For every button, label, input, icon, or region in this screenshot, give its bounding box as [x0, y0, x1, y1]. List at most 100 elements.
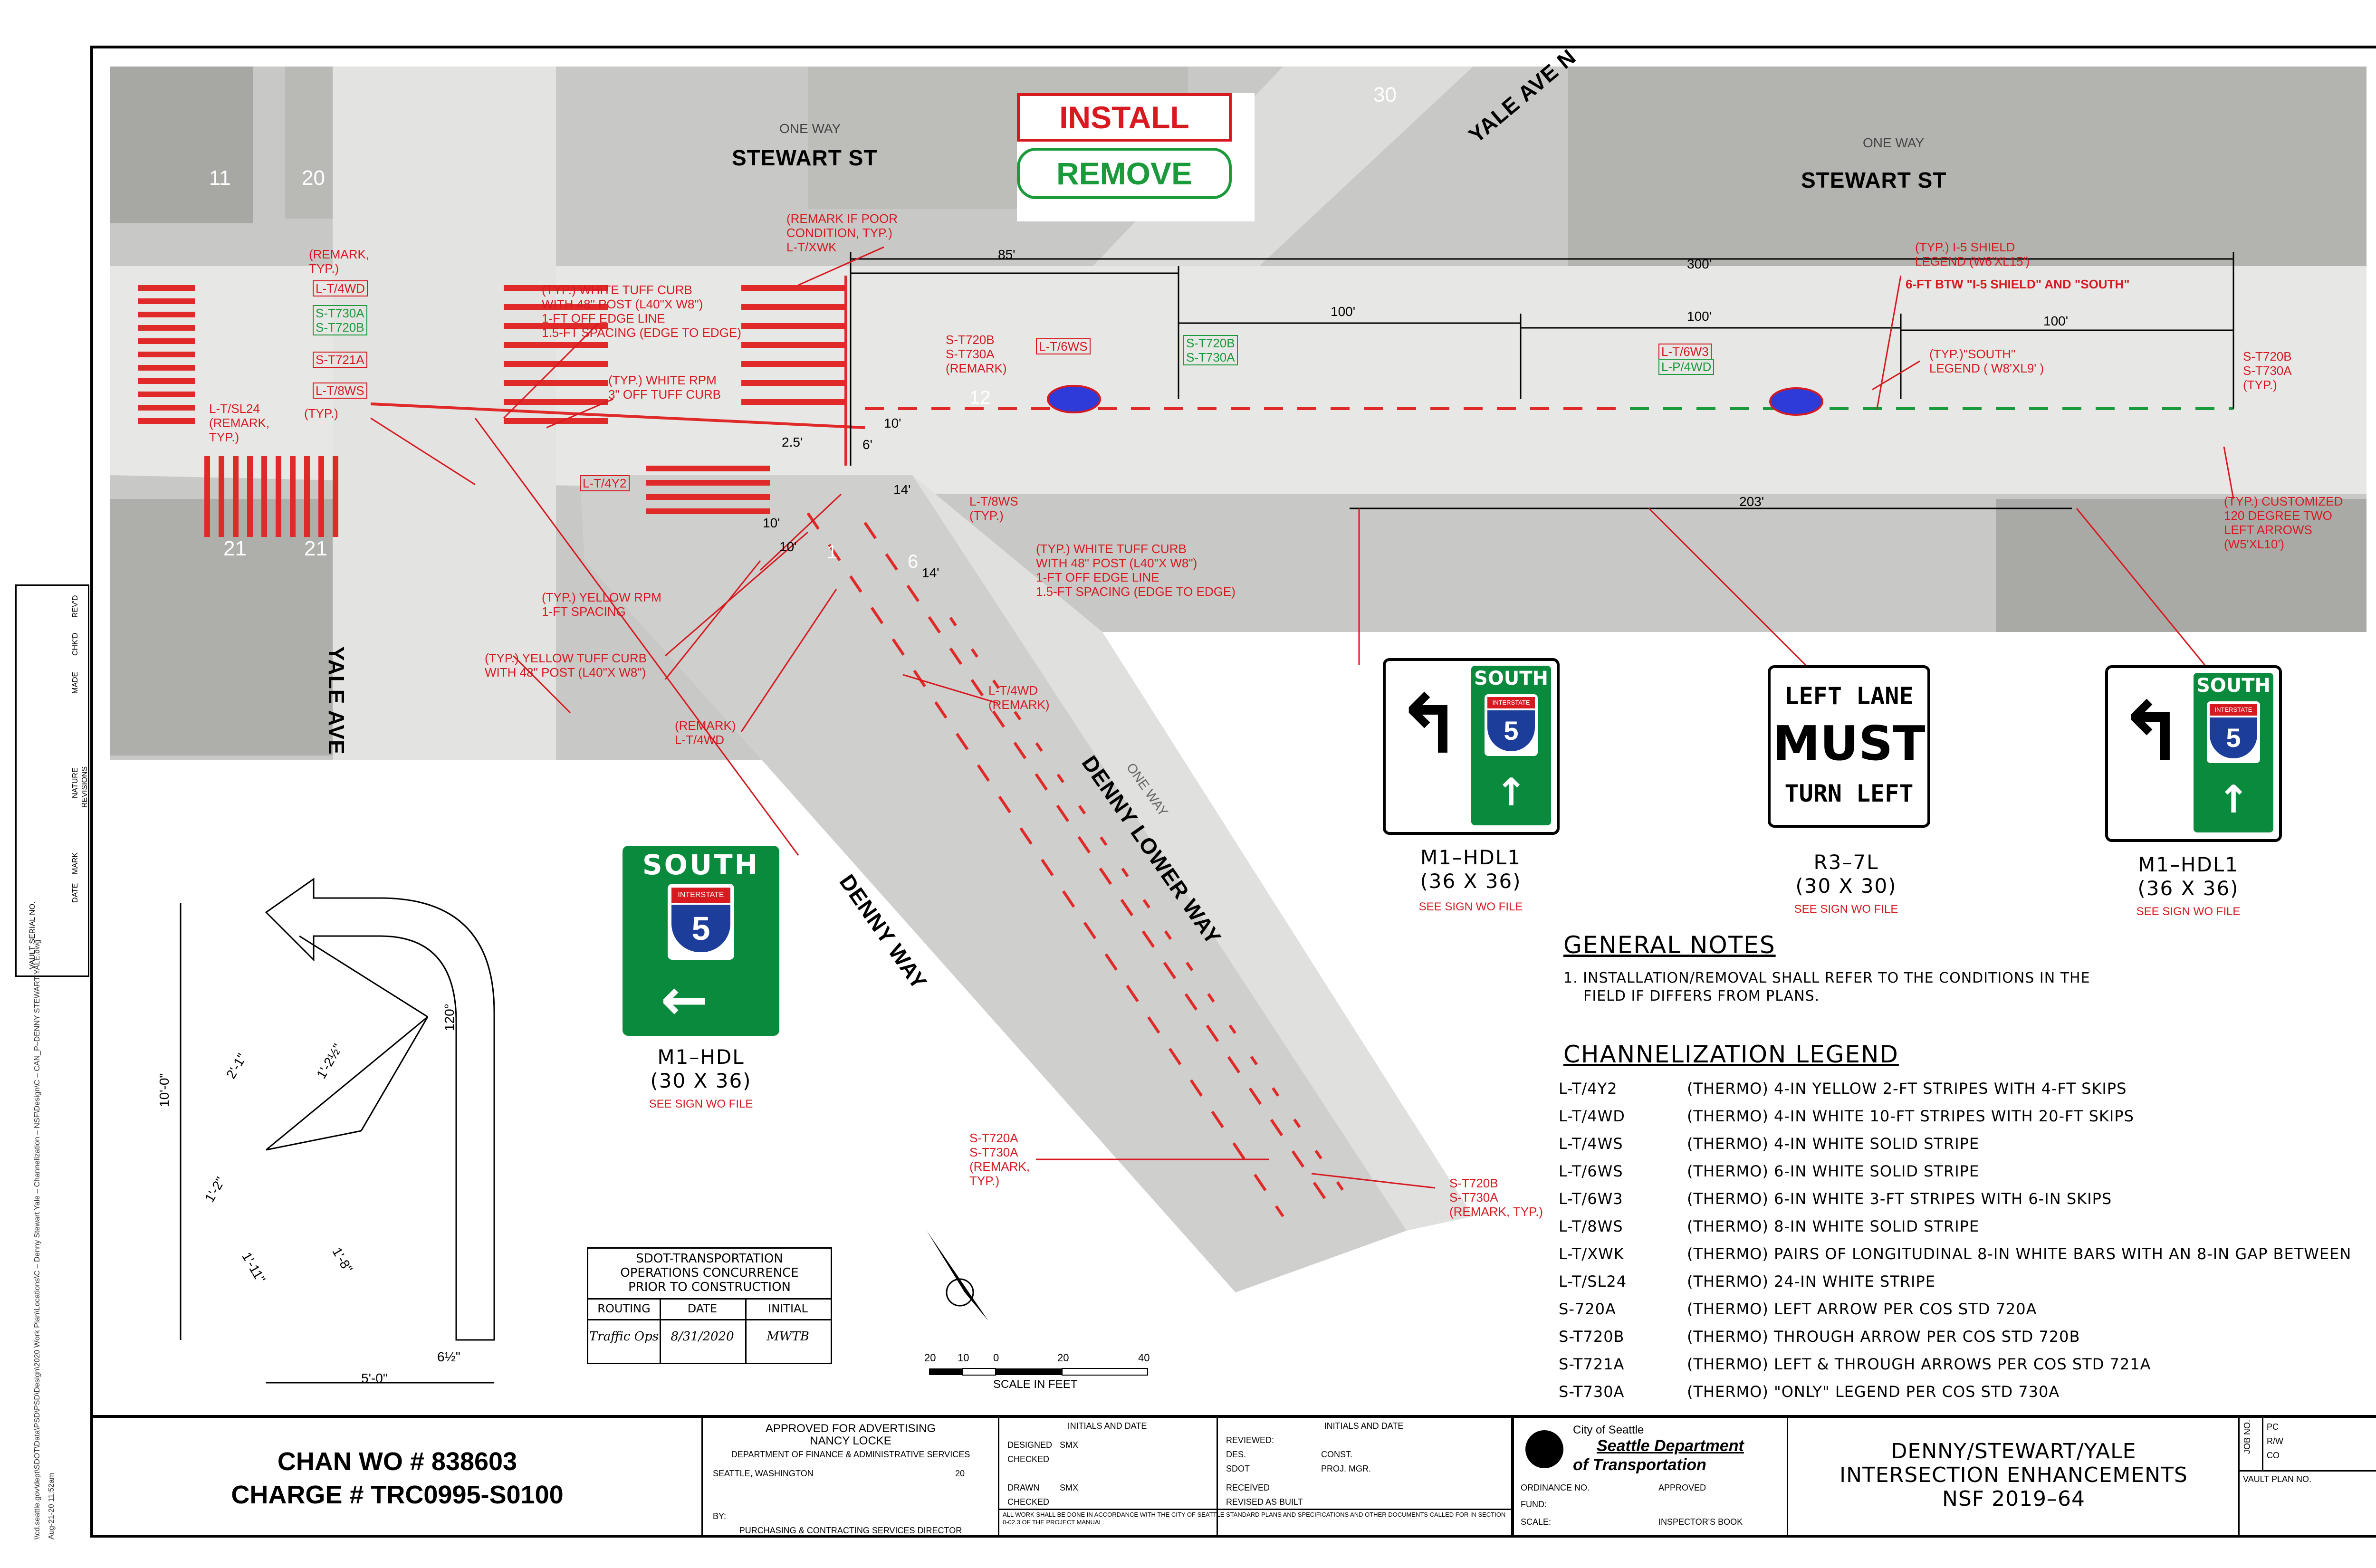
stewart-st-roadway [110, 266, 2366, 494]
project-title-line2: INTERSECTION ENHANCEMENTS [1839, 1463, 2188, 1487]
drawn-value: SMX [1060, 1483, 1079, 1492]
dimension-label: 14' [893, 482, 911, 497]
ordinance-label: ORDINANCE NO. [1521, 1483, 1590, 1492]
left-arrow-icon: ← [661, 967, 709, 1033]
legend-code: L-T/8WS [1559, 1217, 1623, 1235]
proj-mgr-label: PROJ. MGR. [1321, 1464, 1371, 1473]
legend-code: S-T730A [1559, 1383, 1625, 1401]
dimension-label: 100' [1687, 309, 1712, 324]
lot-number: 1 [827, 542, 838, 563]
callout: (TYP.) WHITE TUFF CURB WITH 48" POST (L4… [542, 283, 741, 340]
sign-note: SEE SIGN WO FILE [2136, 905, 2241, 918]
remove-label: REMOVE [1017, 148, 1232, 199]
callout: (TYP.) I-5 SHIELD LEGEND (W6'XL15') [1915, 240, 2030, 268]
sign-m1-hdl1-b: ↰ SOUTH INTERSTATE 5 ↑ [2105, 665, 2282, 842]
interstate-shield-icon: INTERSTATE 5 [668, 884, 734, 960]
interstate-shield-icon: INTERSTATE 5 [2207, 701, 2260, 763]
street-stewart-st-left: STEWART ST [732, 145, 878, 170]
revision-strip [15, 584, 89, 977]
yale-ave-roadway [333, 67, 556, 760]
general-note-item: 1. INSTALLATION/REMOVAL SHALL REFER TO T… [1563, 970, 2090, 1004]
dimension-label: 14' [922, 565, 939, 580]
sign-caption: M1–HDL1 [2137, 853, 2239, 876]
sign-note: SEE SIGN WO FILE [1418, 900, 1523, 913]
sign-south-text: SOUTH [642, 849, 760, 881]
callout: 6-FT BTW "I-5 SHIELD" AND "SOUTH" [1906, 277, 2130, 291]
callout: S-T730A S-T720B [313, 305, 367, 335]
arrow-detail-drawing [180, 878, 495, 1384]
approved-for-advertising: APPROVED FOR ADVERTISING [765, 1422, 936, 1435]
up-arrow-icon: ↑ [2217, 777, 2250, 822]
revision-revd-label: REV'D [71, 595, 79, 618]
callout: (TYP.)"SOUTH" LEGEND ( W8'XL9' ) [1929, 347, 2044, 375]
building-block [110, 67, 253, 223]
dimension-label: 100' [1331, 304, 1356, 319]
city-of-seattle: City of Seattle [1573, 1424, 1644, 1436]
callout: L-P/4WD [1658, 359, 1715, 375]
revision-chk-label: CHK'D [71, 632, 79, 656]
dimension-label: 10' [763, 516, 780, 530]
sign-size: (36 X 36) [2137, 877, 2239, 900]
lot-number: 21 [304, 537, 327, 560]
inspector-book: INSPECTOR'S BOOK [1658, 1517, 1743, 1527]
lot-number: 30 [1373, 83, 1397, 106]
initials-and-date: INITIALS AND DATE [1067, 1421, 1147, 1431]
sign-m1-hdl1-a: ↰ SOUTH INTERSTATE 5 ↑ [1383, 658, 1560, 835]
dimension-label: 100' [2043, 314, 2069, 328]
legend-code: L-T/4WS [1559, 1135, 1623, 1153]
revision-date-label: DATE [71, 883, 79, 903]
denny-way-roadway [580, 475, 1407, 1292]
dimension-label: 10' [779, 539, 797, 554]
callout: L-T/4WD [313, 280, 368, 296]
detail-dimension: 10'-0" [157, 1073, 172, 1107]
project-title: DENNY/STEWART/YALE INTERSECTION ENHANCEM… [1789, 1440, 2238, 1511]
sheet-border [90, 46, 2376, 1538]
checked-label: CHECKED [1007, 1497, 1050, 1507]
sign-size: (30 X 30) [1795, 874, 1897, 898]
legend-code: L-T/SL24 [1559, 1272, 1627, 1291]
i5-shield-marking [1047, 385, 1101, 413]
callout: (REMARK) L-T/4WD [675, 718, 736, 747]
north-arrow-drawing [927, 1231, 988, 1321]
legend-desc: (THERMO) PAIRS OF LONGITUDINAL 8-IN WHIT… [1687, 1245, 2352, 1263]
leader-lines [370, 246, 2234, 1189]
charge-number: CHARGE # TRC0995-S0100 [231, 1481, 564, 1509]
dept-name-line2: of Transportation [1573, 1456, 1706, 1474]
legend-code: S-720A [1559, 1300, 1616, 1318]
sdot-label: SDOT [1226, 1464, 1250, 1473]
const-label: CONST. [1321, 1450, 1353, 1459]
callout: S-T720A S-T730A (REMARK, TYP.) [969, 1131, 1030, 1188]
date-signature: 8/31/2020 [671, 1329, 734, 1344]
sign-size: (36 X 36) [1420, 870, 1522, 893]
callout: (TYP.) [304, 406, 338, 421]
scale-tick: 40 [1138, 1352, 1150, 1364]
callout: (TYP.) WHITE RPM 3" OFF TUFF CURB [608, 373, 721, 402]
title-block [93, 1415, 2376, 1538]
checked-label: CHECKED [1007, 1454, 1050, 1464]
project-title-line1: DENNY/STEWART/YALE [1891, 1439, 2136, 1463]
scale-bar-drawing [929, 1368, 1148, 1376]
up-arrow-icon: ↑ [1495, 770, 1527, 814]
legend-desc: (THERMO) LEFT & THROUGH ARROWS PER COS S… [1687, 1355, 2151, 1373]
purchasing-director: PURCHASING & CONTRACTING SERVICES DIRECT… [739, 1526, 962, 1535]
legend-code: L-T/6W3 [1559, 1190, 1623, 1208]
dept-name-line1: Seattle Department [1597, 1437, 1744, 1455]
interstate-shield-icon: INTERSTATE 5 [1485, 694, 1538, 756]
legend-desc: (THERMO) LEFT ARROW PER COS STD 720A [1687, 1300, 2037, 1318]
concurrence-title: SDOT-TRANSPORTATION OPERATIONS CONCURREN… [620, 1252, 799, 1294]
install-label: INSTALL [1017, 93, 1232, 142]
one-way-right: ONE WAY [1863, 135, 1925, 150]
initials-and-date: INITIALS AND DATE [1324, 1421, 1404, 1431]
callout: (REMARK IF POOR CONDITION, TYP.) L-T/XWK [786, 211, 898, 254]
approver-name: NANCY LOCKE [810, 1434, 891, 1447]
by-label: BY: [713, 1511, 727, 1521]
legend-desc: (THERMO) 4-IN WHITE SOLID STRIPE [1687, 1135, 1980, 1153]
install-remove-legend: INSTALL REMOVE [1017, 93, 1255, 221]
callout: S-T720B S-T730A (REMARK) [946, 333, 1007, 375]
legend-desc: (THERMO) THROUGH ARROW PER COS STD 720B [1687, 1328, 2080, 1346]
concurrence-box: SDOT-TRANSPORTATION OPERATIONS CONCURREN… [587, 1247, 832, 1364]
callout: (REMARK, TYP.) [309, 247, 370, 276]
legend-desc: (THERMO) 6-IN WHITE SOLID STRIPE [1687, 1162, 1980, 1180]
callout: L-T/6W3 [1658, 344, 1712, 360]
legend-desc: (THERMO) 4-IN YELLOW 2-FT STRIPES WITH 4… [1687, 1080, 2127, 1098]
